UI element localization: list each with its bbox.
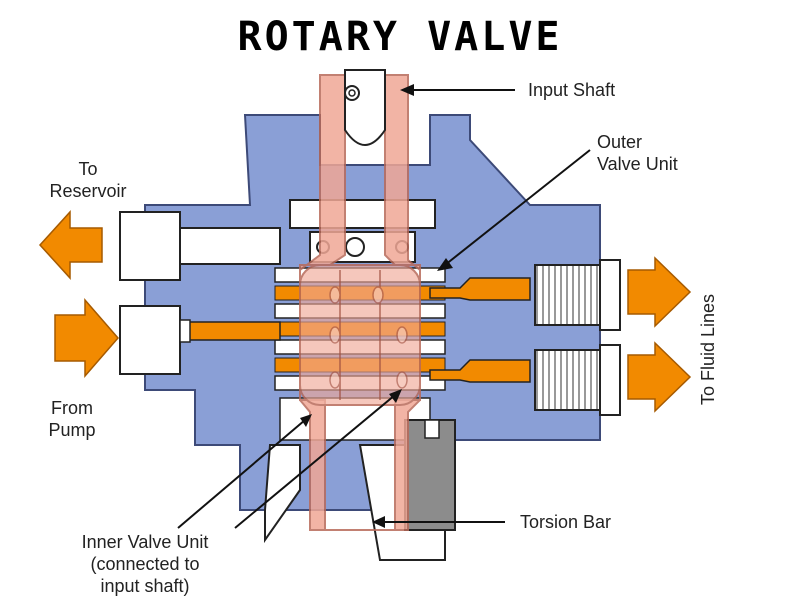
arrow-to-reservoir bbox=[38, 210, 103, 280]
label-outer-valve-1: Outer bbox=[597, 132, 642, 152]
label-from-pump-2: Pump bbox=[48, 420, 95, 440]
label-inner-valve-2: (connected to bbox=[90, 554, 199, 574]
label-to-reservoir-2: Reservoir bbox=[49, 181, 126, 201]
input-shaft bbox=[344, 69, 386, 146]
right-fittings bbox=[534, 259, 621, 416]
left-ports bbox=[119, 211, 281, 375]
flow-arrows bbox=[38, 210, 692, 413]
arrow-to-fluid-line-lower bbox=[627, 341, 692, 413]
label-inner-valve-3: input shaft) bbox=[100, 576, 189, 596]
diagram-title: ROTARY VALVE bbox=[238, 14, 563, 60]
label-input-shaft: Input Shaft bbox=[528, 80, 615, 100]
leader-lines bbox=[177, 84, 591, 529]
label-from-pump-1: From bbox=[51, 398, 93, 418]
inner-valve-unit bbox=[299, 74, 421, 531]
arrow-to-fluid-line-upper bbox=[627, 256, 692, 328]
label-torsion-bar: Torsion Bar bbox=[520, 512, 611, 532]
arrow-from-pump bbox=[54, 297, 119, 379]
label-outer-valve-2: Valve Unit bbox=[597, 154, 678, 174]
top-cap bbox=[289, 199, 436, 263]
label-inner-valve-1: Inner Valve Unit bbox=[82, 532, 209, 552]
label-to-reservoir-1: To bbox=[78, 159, 97, 179]
label-to-fluid-lines: To Fluid Lines bbox=[698, 294, 718, 405]
